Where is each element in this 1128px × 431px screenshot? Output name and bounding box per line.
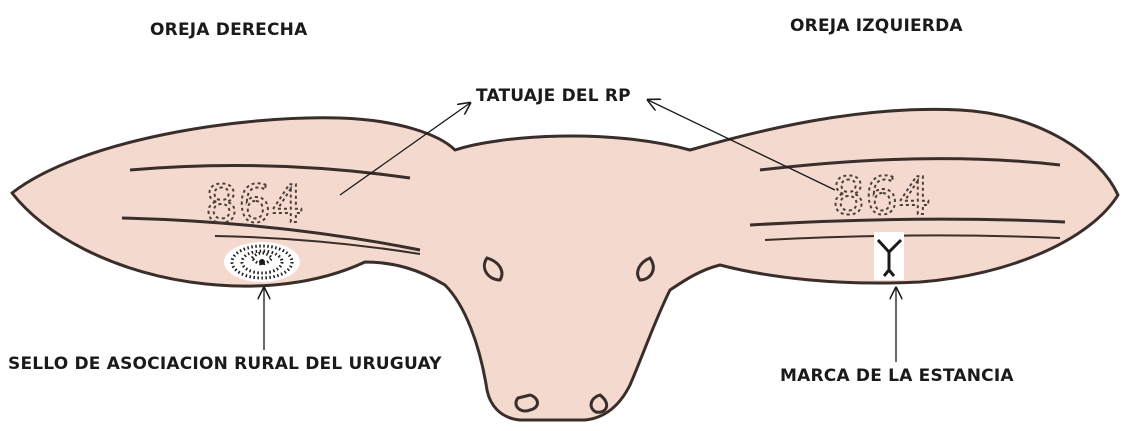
right-ear-title: OREJA DERECHA [150,20,307,40]
left-ear-title: OREJA IZQUIERDA [790,16,963,36]
ranch-brand-mark-icon [874,232,904,280]
tattoo-label: TATUAJE DEL RP [476,86,631,106]
rural-association-seal-icon [224,242,300,282]
right-ear-tattoo-number: 864 [205,175,304,235]
left-ear-tattoo-number: 864 [832,167,931,227]
brand-label: MARCA DE LA ESTANCIA [780,366,1014,386]
seal-label: SELLO DE ASOCIACION RURAL DEL URUGUAY [8,354,442,374]
